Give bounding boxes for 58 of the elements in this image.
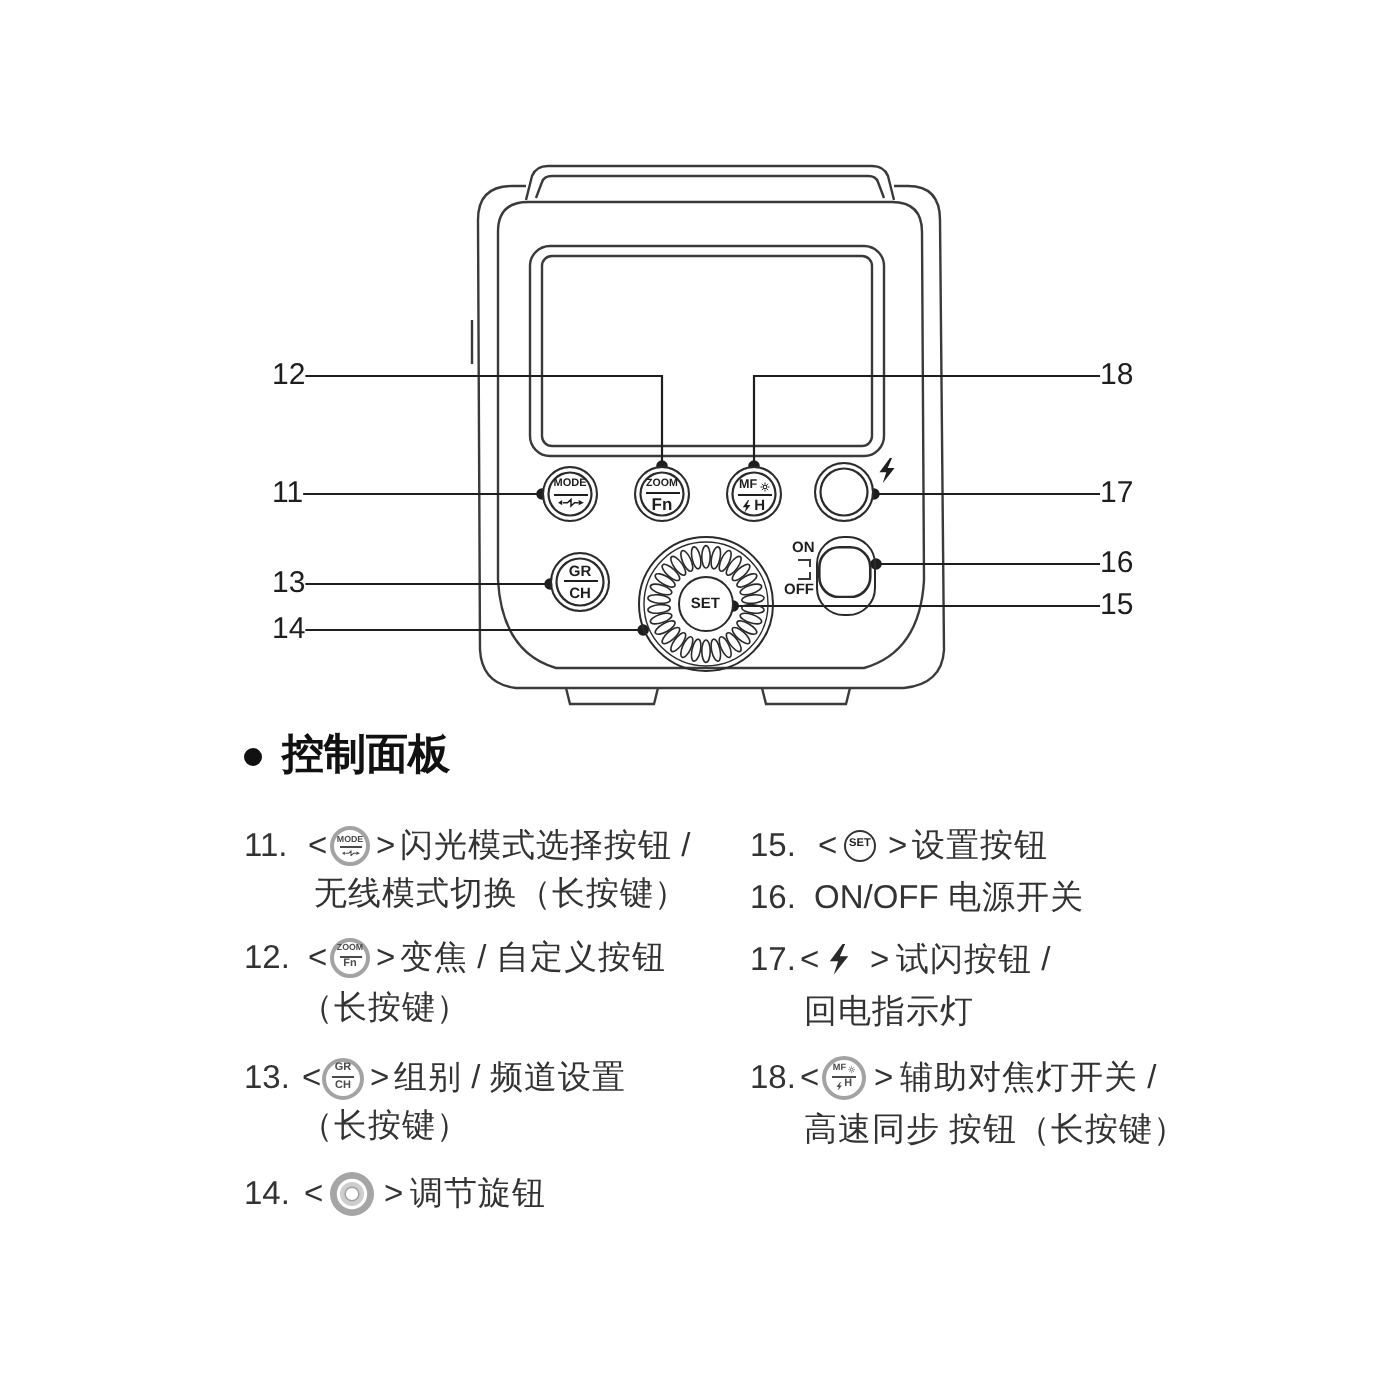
angle-bracket: > bbox=[376, 938, 396, 980]
list-text: 试闪按钮 / bbox=[896, 940, 1051, 982]
angle-bracket: < bbox=[304, 1174, 324, 1216]
angle-bracket: > bbox=[870, 940, 890, 982]
set-button bbox=[677, 575, 734, 632]
angle-bracket: < bbox=[800, 940, 820, 982]
list-text: ON/OFF 电源开关 bbox=[814, 878, 1084, 920]
angle-bracket: > bbox=[370, 1058, 390, 1100]
leader-line bbox=[748, 374, 1100, 472]
leader-line bbox=[870, 558, 1100, 570]
angle-bracket: > bbox=[384, 1174, 404, 1216]
mf-button bbox=[726, 466, 782, 522]
callout-number: 11 bbox=[272, 476, 304, 512]
callout-number: 16 bbox=[1100, 546, 1134, 582]
list-number: 12. bbox=[244, 938, 290, 980]
power-switch bbox=[816, 536, 876, 616]
list-number: 15. bbox=[750, 826, 796, 868]
angle-bracket: > bbox=[376, 826, 396, 868]
callout-number: 13 bbox=[272, 566, 306, 602]
angle-bracket: < bbox=[818, 826, 838, 868]
list-text: 调节旋钮 bbox=[410, 1174, 546, 1216]
callout-number: 18 bbox=[1100, 358, 1134, 394]
angle-bracket: > bbox=[874, 1058, 894, 1100]
list-text: 辅助对焦灯开关 / bbox=[900, 1058, 1157, 1100]
angle-bracket: > bbox=[888, 826, 908, 868]
leader-line bbox=[305, 374, 668, 472]
button-label: Fn bbox=[651, 496, 673, 514]
callout-number: 12 bbox=[272, 358, 306, 394]
callout-number: 17 bbox=[1100, 476, 1134, 512]
leader-line bbox=[305, 578, 556, 590]
list-text: 无线模式切换（长按键） bbox=[314, 874, 688, 916]
leader-line bbox=[305, 624, 649, 636]
list-number: 17. bbox=[750, 940, 796, 982]
section-title: 控制面板 bbox=[282, 730, 450, 782]
list-number: 11. bbox=[244, 826, 288, 868]
list-text: 设置按钮 bbox=[912, 826, 1048, 868]
list-text: 高速同步 按钮（长按键） bbox=[804, 1110, 1188, 1152]
angle-bracket: < bbox=[302, 1058, 322, 1100]
list-text: （长按键） bbox=[300, 1106, 470, 1148]
leader-line bbox=[868, 488, 1100, 500]
test-flash-button bbox=[814, 462, 874, 522]
zoom-button bbox=[634, 466, 690, 522]
list-number: 14. bbox=[244, 1174, 290, 1216]
angle-bracket: < bbox=[308, 938, 328, 980]
list-text: （长按键） bbox=[300, 988, 470, 1030]
list-text: 变焦 / 自定义按钮 bbox=[400, 938, 666, 980]
group-channel-button bbox=[550, 552, 610, 612]
callout-number: 14 bbox=[272, 612, 306, 648]
mode-button bbox=[542, 466, 598, 522]
list-text: 回电指示灯 bbox=[804, 992, 974, 1034]
angle-bracket: < bbox=[800, 1058, 820, 1100]
list-text: 组别 / 频道设置 bbox=[394, 1058, 626, 1100]
angle-bracket: < bbox=[308, 826, 328, 868]
list-text: 闪光模式选择按钮 / bbox=[400, 826, 691, 868]
list-number: 16. bbox=[750, 878, 796, 920]
list-number: 18. bbox=[750, 1058, 796, 1100]
callout-number: 15 bbox=[1100, 588, 1134, 624]
list-number: 13. bbox=[244, 1058, 290, 1100]
